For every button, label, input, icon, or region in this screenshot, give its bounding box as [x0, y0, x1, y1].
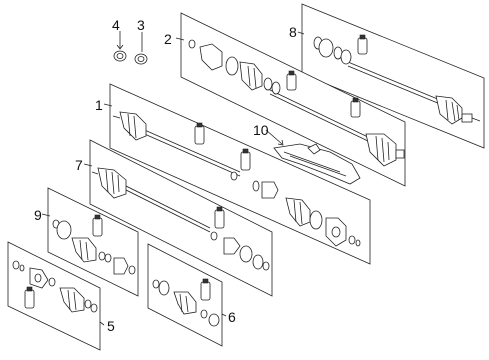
leader-lines	[41, 31, 305, 326]
assembly-panel-8	[301, 3, 485, 149]
callout-5: 5	[107, 318, 115, 334]
callout-7: 7	[75, 157, 83, 173]
callout-8: 8	[289, 24, 297, 40]
callout-4: 4	[112, 17, 120, 33]
callout-10: 10	[253, 122, 269, 138]
loose-part-4-nut	[113, 50, 127, 62]
assembly-panel-1	[109, 83, 371, 265]
loose-part-3-washer	[134, 53, 148, 65]
callout-3: 3	[137, 17, 145, 33]
callout-9: 9	[34, 207, 42, 223]
assembly-panel-2	[180, 12, 406, 187]
callout-labels: 1 2 3 4 5 6 7 8 9 10	[34, 17, 297, 334]
callout-6: 6	[228, 309, 236, 325]
callout-2: 2	[164, 31, 172, 47]
assembly-panel-5	[7, 241, 101, 351]
assembly-panel-6	[147, 243, 223, 347]
assembly-panel-9	[47, 187, 139, 297]
callout-1: 1	[95, 97, 103, 113]
heat-shield-part-10	[273, 143, 361, 185]
assembly-panel-7	[89, 139, 273, 297]
